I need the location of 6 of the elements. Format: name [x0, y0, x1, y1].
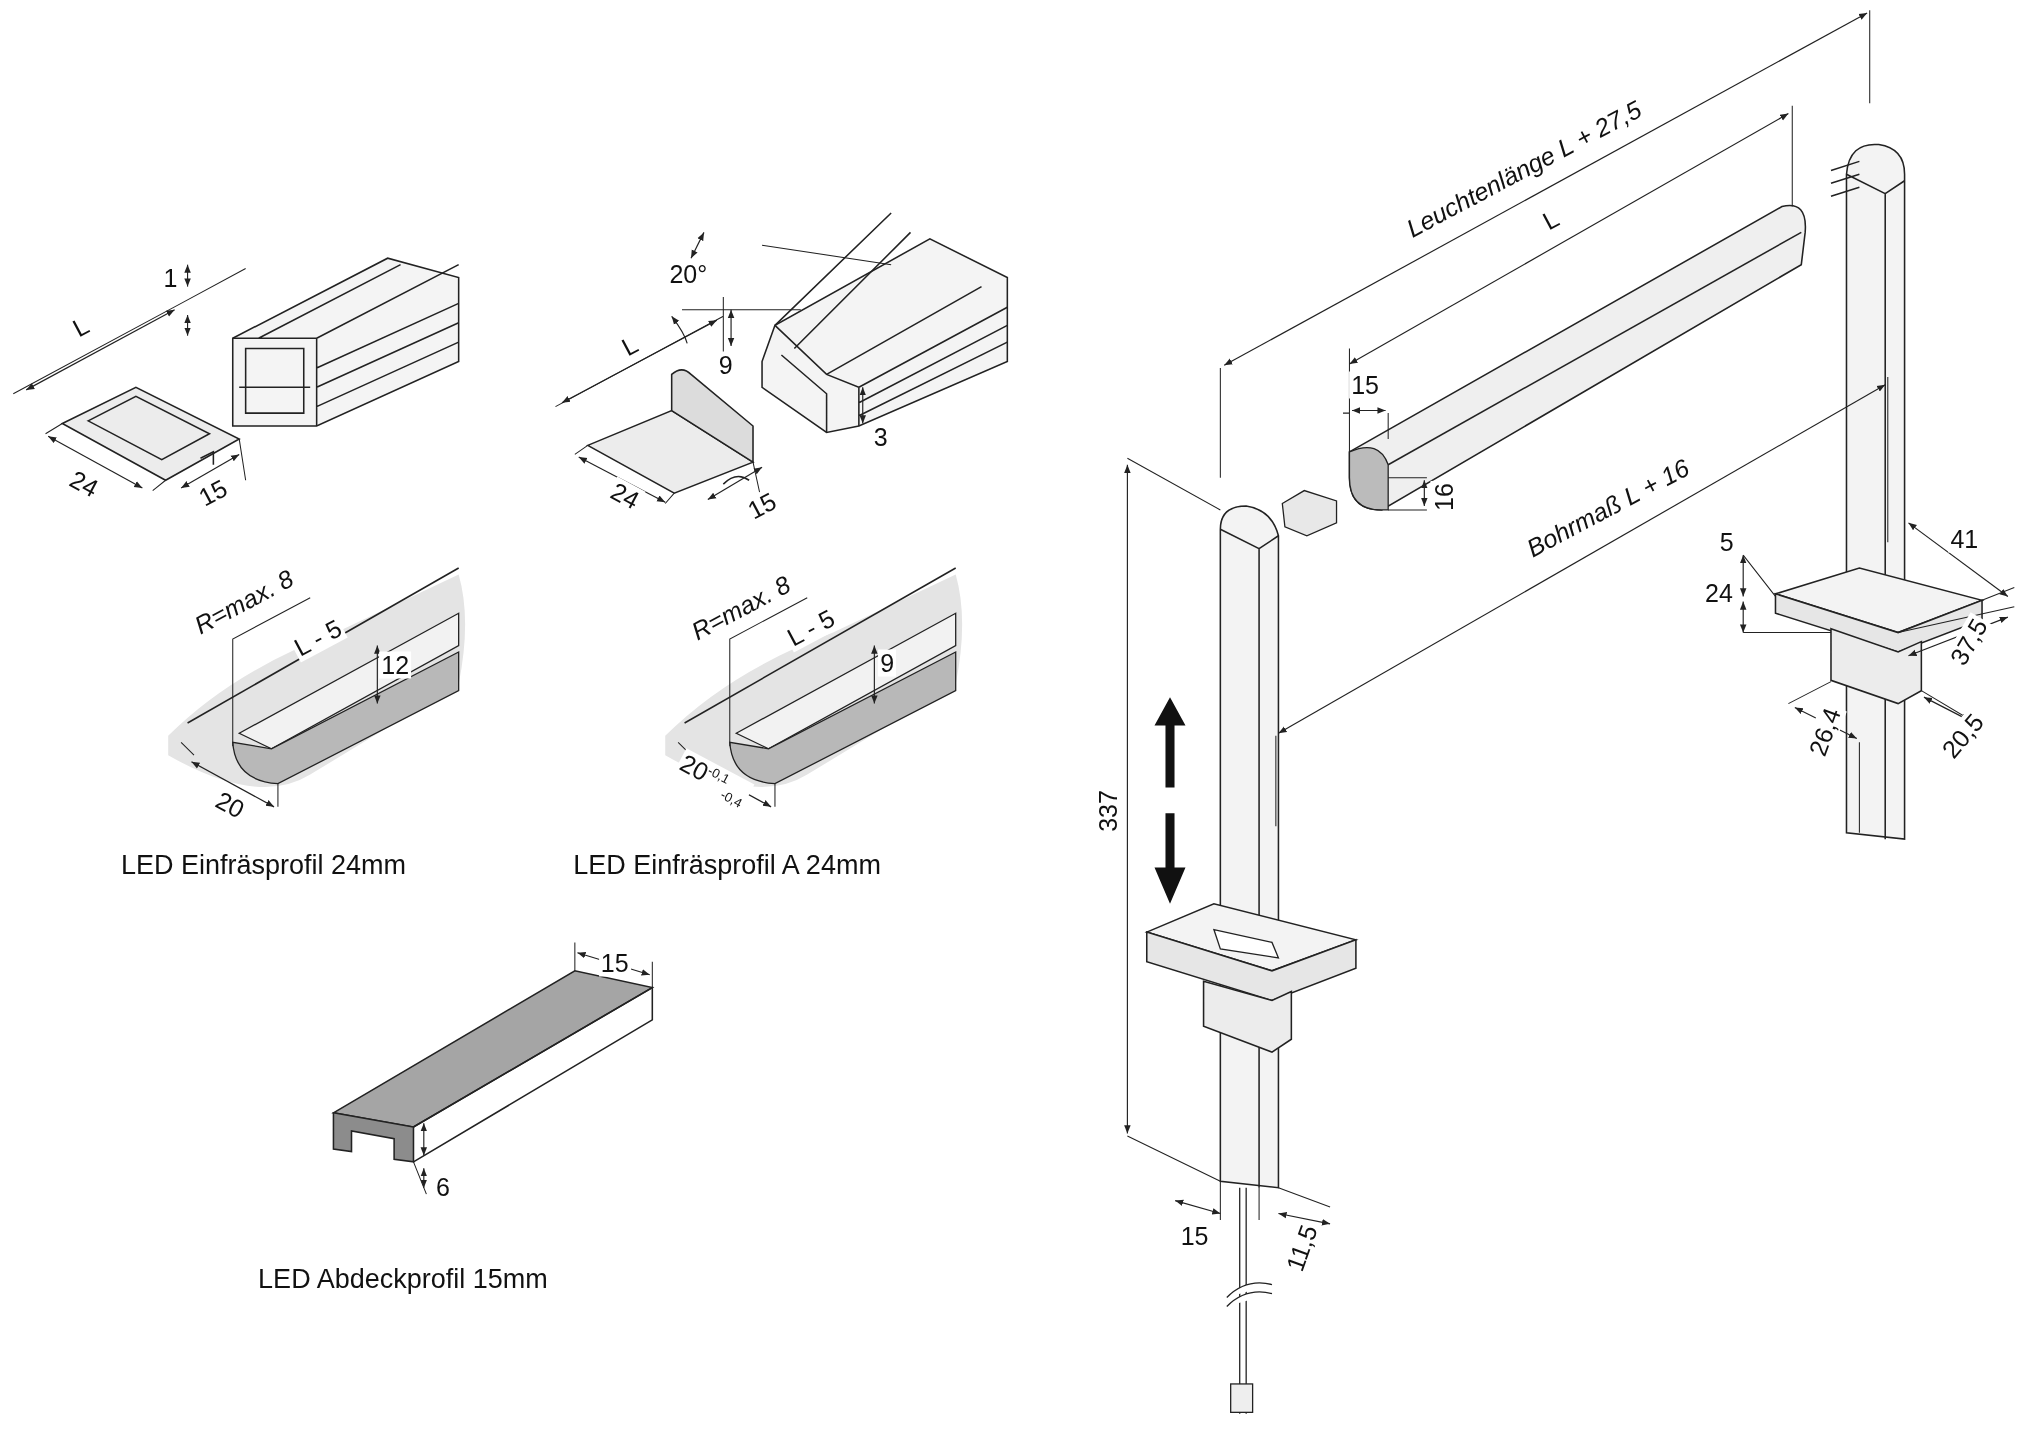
dimension-label: 12: [379, 651, 412, 679]
dimension-label: 9: [878, 649, 897, 676]
dimension-label: 15: [1349, 371, 1381, 399]
caption-text: LED Einfräsprofil A 24mm: [572, 850, 882, 880]
caption-text: LED Einfräsprofil 24mm: [119, 850, 407, 880]
caption-text: LED Abdeckprofil 15mm: [257, 1264, 549, 1294]
